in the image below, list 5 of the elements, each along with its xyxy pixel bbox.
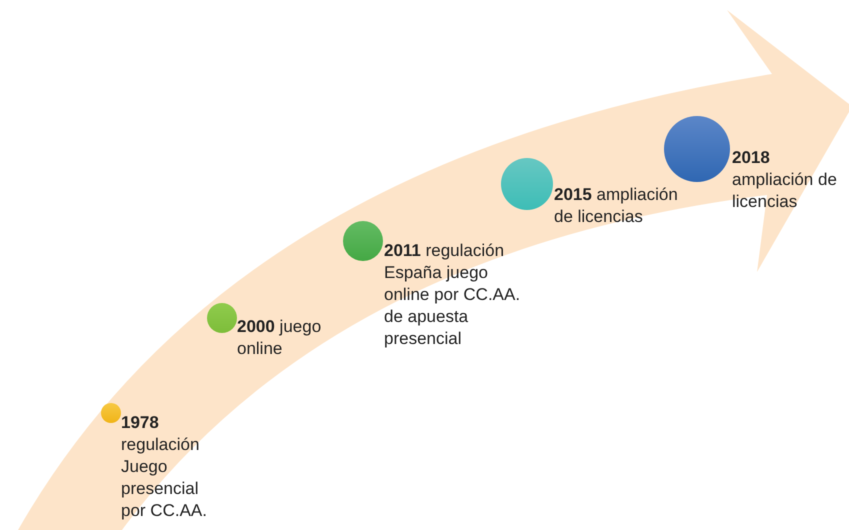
milestone-text: 2018 ampliación de licencias	[732, 147, 838, 213]
milestone-text: 2015 ampliación de licencias	[554, 184, 678, 228]
milestone-text: 1978 regulación Juego presencial por CC.AA.	[121, 412, 208, 522]
milestone-text: 2000 juego online	[237, 316, 322, 360]
milestone-text: 2011 regulación España juego online por CC.AA. de apuesta presencial	[384, 240, 522, 350]
